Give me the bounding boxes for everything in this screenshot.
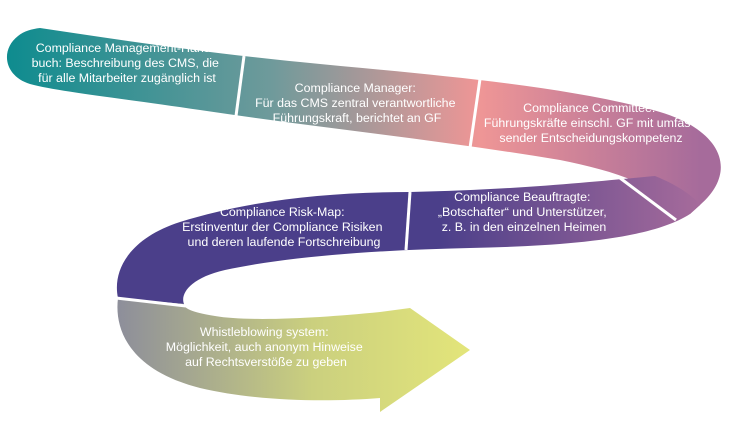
segment-whistleblowing: Whistleblowing system: Möglichkeit, auch… <box>166 325 366 369</box>
segment-riskmap: Compliance Risk-Map: Erstinventur der Co… <box>182 205 386 249</box>
segment-beauftragte-line-1: Compliance Beauftragte: <box>454 190 590 204</box>
segment-handbuch-line-1: Compliance Management-Hand- <box>36 41 215 55</box>
segment-handbuch-line-2: buch: Beschreibung des CMS, die <box>32 56 219 70</box>
divider-5 <box>115 296 187 308</box>
segment-manager: Compliance Manager: Für das CMS zentral … <box>255 81 459 125</box>
svg-text:Compliance Manager: Für: Compliance Manager: Für das CMS zentral … <box>255 81 459 125</box>
segment-committee-line-1: Compliance Committee: <box>523 101 655 115</box>
svg-text:Compliance Committee: Fü: Compliance Committee: Führungskräfte ein… <box>484 101 698 145</box>
divider-3 <box>619 176 677 222</box>
segment-handbuch: Compliance Management-Hand- buch: Beschr… <box>32 41 223 85</box>
segment-whistleblowing-line-1: Whistleblowing system: <box>200 325 329 339</box>
segment-committee: Compliance Committee: Führungskräfte ein… <box>484 101 698 145</box>
segment-beauftragte-line-2: „Botschafter“ und Unterstützer, <box>438 205 607 219</box>
band-bottom-arrow <box>117 298 470 412</box>
divider-2 <box>468 78 482 149</box>
segment-handbuch-line-3: für alle Mitarbeiter zugänglich ist <box>38 71 216 85</box>
segment-riskmap-line-2: Erstinventur der Compliance Risiken <box>182 220 383 234</box>
divider-1 <box>234 55 246 117</box>
segment-riskmap-line-3: und deren laufende Fortschreibung <box>188 235 381 249</box>
segment-committee-line-2: Führungskräfte einschl. GF mit umfas- <box>484 116 695 130</box>
svg-text:Compliance Risk-Map: Ers: Compliance Risk-Map: Erstinventur der Co… <box>182 205 386 249</box>
svg-text:Compliance Beauftragte:: Compliance Beauftragte: „Botschafter“ un… <box>438 190 610 234</box>
segment-manager-line-1: Compliance Manager: <box>295 81 416 95</box>
segment-beauftragte-line-3: z. B. in den einzelnen Heimen <box>442 220 607 234</box>
band-top <box>6 28 721 214</box>
segment-whistleblowing-line-2: Möglichkeit, auch anonym Hinweise <box>166 340 363 354</box>
band-middle <box>116 176 701 304</box>
svg-text:Whistleblowing system: M: Whistleblowing system: Möglichkeit, auch… <box>166 325 366 369</box>
segment-manager-line-3: Führungskraft, berichtet an GF <box>273 111 442 125</box>
segment-whistleblowing-line-3: auf Rechtsverstöße zu geben <box>185 355 347 369</box>
segment-riskmap-line-1: Compliance Risk-Map: <box>220 205 345 219</box>
segment-committee-line-3: sender Entscheidungskompetenz <box>499 131 682 145</box>
segment-manager-line-2: Für das CMS zentral verantwortliche <box>255 96 455 110</box>
divider-4 <box>404 191 412 251</box>
svg-text:Compliance Management-Hand-: Compliance Management-Hand- buch: Beschr… <box>32 41 223 85</box>
segment-beauftragte: Compliance Beauftragte: „Botschafter“ un… <box>438 190 610 234</box>
